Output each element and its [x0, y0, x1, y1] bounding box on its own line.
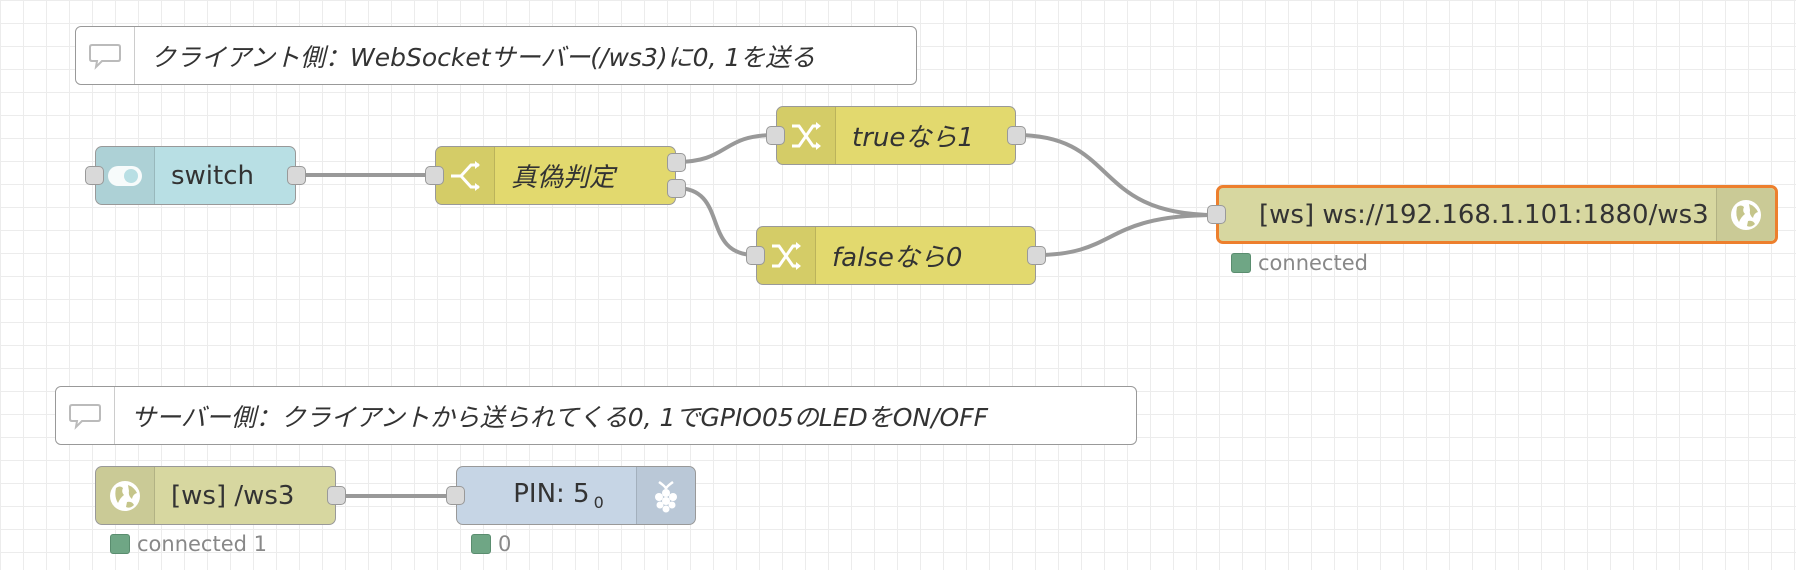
gpio-pin-status: 0 [471, 532, 511, 556]
websocket-in-status: connected 1 [110, 532, 267, 556]
websocket-in-label: [ws] /ws3 [171, 480, 295, 511]
false-change-label: falseなら0 [832, 243, 963, 273]
globe-icon [110, 480, 140, 511]
websocket-out-node[interactable]: [ws] ws://192.168.1.101:1880/ws3 [1207, 185, 1778, 244]
gpio-pin-icon-box [636, 467, 695, 524]
websocket-out-status: connected [1231, 251, 1368, 275]
wire-true-to-ws-out[interactable] [1015, 133, 1217, 217]
comment-server-text: サーバー側：クライアントから送られてくる0, 1でGPIO05のLEDをON/O… [131, 402, 988, 432]
false-change-icon-box [757, 227, 816, 284]
judge-node[interactable]: 真偽判定 [425, 146, 686, 205]
true-change-input-port[interactable] [766, 125, 785, 145]
false-change-output-port[interactable] [1027, 245, 1046, 265]
true-change-output-port[interactable] [1007, 125, 1026, 145]
websocket-out-label: [ws] ws://192.168.1.101:1880/ws3 [1259, 199, 1709, 230]
switch-branch-icon [451, 160, 480, 191]
judge-node-label: 真偽判定 [511, 163, 616, 193]
status-dot-icon [110, 534, 130, 554]
switch-icon-box [96, 147, 155, 204]
shuffle-icon [772, 241, 801, 270]
wire-false-to-ws-out[interactable] [1035, 213, 1217, 257]
true-change-icon-box [777, 107, 836, 164]
raspberry-icon [655, 480, 677, 512]
true-change-node[interactable]: trueなら1 [766, 106, 1026, 165]
websocket-out-status-text: connected [1258, 251, 1368, 275]
wire-judge-to-false[interactable] [675, 186, 756, 257]
speech-bubble-icon [69, 403, 101, 430]
globe-icon [1731, 199, 1761, 230]
judge-output-port-1[interactable] [667, 153, 686, 172]
switch-node-label: switch [171, 160, 255, 191]
switch-node[interactable]: switch [85, 146, 306, 205]
judge-input-port[interactable] [425, 165, 444, 185]
switch-input-port[interactable] [85, 165, 104, 185]
comment-client-text: クライアント側：WebSocketサーバー(/ws3)に0, 1を送る [151, 42, 816, 72]
websocket-in-icon-box [96, 467, 155, 524]
websocket-in-status-text: connected 1 [137, 532, 267, 556]
websocket-in-output-port[interactable] [327, 485, 346, 505]
judge-output-port-2[interactable] [667, 179, 686, 198]
gpio-pin-sub: 0 [593, 493, 604, 512]
websocket-out-icon-box [1716, 188, 1775, 241]
false-change-input-port[interactable] [746, 245, 765, 265]
switch-output-port[interactable] [287, 165, 306, 185]
status-dot-icon [1231, 253, 1251, 273]
true-change-label: trueなら1 [852, 123, 974, 153]
gpio-pin-status-text: 0 [498, 532, 512, 556]
gpio-pin-input-port[interactable] [446, 485, 465, 505]
websocket-out-input-port[interactable] [1207, 204, 1226, 224]
wire-judge-to-true[interactable] [675, 133, 776, 164]
speech-bubble-icon [89, 43, 121, 70]
gpio-pin-label: PIN: 5 [513, 479, 590, 509]
comment-icon-box [56, 387, 115, 444]
false-change-node[interactable]: falseなら0 [746, 226, 1046, 285]
judge-icon-box [436, 147, 495, 204]
toggle-icon [108, 165, 142, 186]
comment-icon-box [76, 27, 135, 84]
comment-server[interactable]: サーバー側：クライアントから送られてくる0, 1でGPIO05のLEDをON/O… [55, 386, 1137, 445]
websocket-in-node[interactable]: [ws] /ws3 [95, 466, 346, 525]
status-dot-icon [471, 534, 491, 554]
comment-client[interactable]: クライアント側：WebSocketサーバー(/ws3)に0, 1を送る [75, 26, 917, 85]
shuffle-icon [792, 121, 821, 150]
